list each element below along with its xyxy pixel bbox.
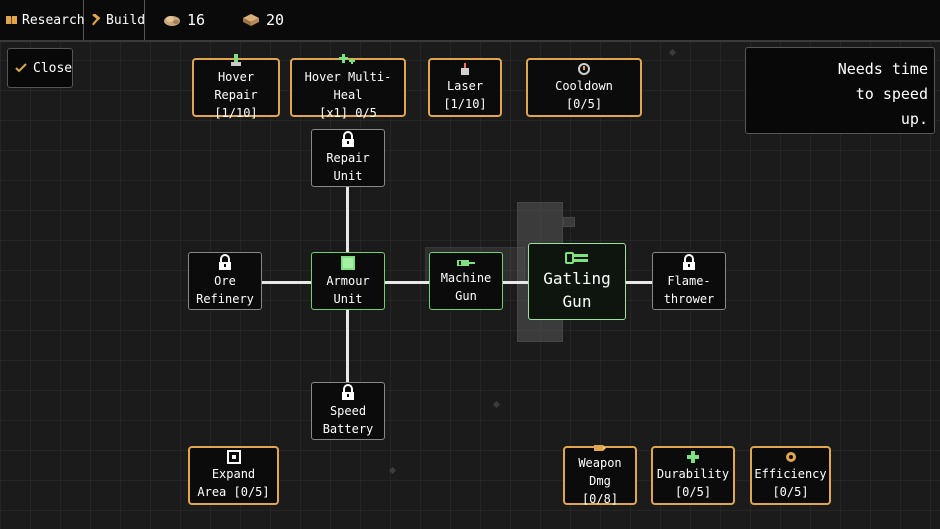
laser-upgrade[interactable]: Laser [1/10] bbox=[428, 58, 502, 117]
background-speck bbox=[668, 48, 677, 57]
padlock-icon bbox=[340, 131, 356, 148]
tree-connector bbox=[346, 310, 349, 383]
stone-resource: 16 bbox=[163, 0, 205, 40]
repair-unit-node[interactable]: Repair Unit bbox=[311, 129, 385, 187]
upgrade-level: [0/8] bbox=[581, 492, 619, 506]
book-icon bbox=[6, 15, 18, 25]
upgrade-level: Area [0/5] bbox=[197, 485, 270, 499]
upgrade-name: Weapon Dmg bbox=[578, 456, 622, 488]
tree-connector bbox=[626, 281, 653, 284]
node-label: Flame- bbox=[667, 274, 711, 288]
node-label: Speed bbox=[329, 404, 367, 418]
ore-refinery-node[interactable]: Ore Refinery bbox=[188, 252, 262, 310]
efficiency-upgrade[interactable]: Efficiency [0/5] bbox=[750, 446, 831, 505]
wood-count: 20 bbox=[266, 11, 285, 29]
node-label: Armour bbox=[326, 273, 370, 288]
hover-repair-upgrade[interactable]: Hover Repair [1/10] bbox=[192, 54, 280, 120]
armour-unit-node[interactable]: Armour Unit bbox=[311, 252, 385, 310]
stone-icon bbox=[163, 13, 181, 27]
upgrade-name: Hover Multi-Heal bbox=[304, 70, 392, 102]
research-tab[interactable]: Research bbox=[0, 0, 85, 40]
node-label: Gun bbox=[562, 292, 592, 311]
top-bar: Research Build 16 20 bbox=[0, 0, 940, 42]
cooldown-icon bbox=[577, 62, 591, 76]
machine-gun-node[interactable]: Machine Gun bbox=[429, 252, 503, 310]
cooldown-upgrade[interactable]: Cooldown [0/5] bbox=[526, 58, 642, 117]
wood-resource: 20 bbox=[242, 0, 284, 40]
machine-gun-icon bbox=[456, 258, 476, 268]
weapon-dmg-upgrade[interactable]: Weapon Dmg [0/8] bbox=[563, 443, 637, 506]
upgrade-name: Cooldown bbox=[555, 79, 613, 93]
node-label: Refinery bbox=[196, 292, 254, 306]
upgrade-name: Efficiency bbox=[754, 467, 827, 481]
node-label: Battery bbox=[322, 422, 374, 436]
upgrade-name: Expand bbox=[211, 467, 256, 481]
upgrade-level: [0/5] bbox=[565, 97, 603, 111]
background-speck bbox=[492, 400, 501, 409]
upgrade-name: Hover Repair bbox=[214, 70, 258, 102]
build-tab[interactable]: Build bbox=[84, 0, 145, 40]
upgrade-level: [x1] 0/5 bbox=[319, 106, 377, 120]
node-label: Repair bbox=[326, 151, 370, 165]
upgrade-level: [1/10] bbox=[443, 97, 487, 111]
close-button[interactable]: Close bbox=[7, 48, 73, 88]
bullet-icon bbox=[593, 443, 607, 453]
node-label: Machine bbox=[440, 270, 492, 285]
multi-heal-icon bbox=[338, 53, 358, 67]
padlock-icon bbox=[340, 384, 356, 401]
hover-multi-heal-upgrade[interactable]: Hover Multi-Heal [x1] 0/5 bbox=[290, 54, 406, 120]
tooltip-panel: Needs time to speed up. bbox=[745, 47, 935, 134]
health-cross-icon bbox=[686, 450, 700, 464]
upgrade-level: [0/5] bbox=[772, 485, 809, 499]
hammer-icon bbox=[90, 14, 102, 26]
tooltip-line: to speed bbox=[855, 85, 928, 103]
upgrade-level: [0/5] bbox=[674, 485, 712, 499]
gatling-gun-icon bbox=[564, 250, 590, 266]
laser-icon bbox=[459, 62, 471, 76]
background-speck bbox=[388, 466, 397, 475]
build-tab-label: Build bbox=[106, 12, 146, 28]
node-label: Unit bbox=[333, 169, 363, 183]
tree-connector bbox=[346, 186, 349, 253]
node-label: thrower bbox=[663, 292, 715, 306]
expand-area-icon bbox=[226, 450, 241, 464]
tree-connector bbox=[384, 281, 430, 284]
node-label: Unit bbox=[333, 291, 363, 306]
tree-connector bbox=[502, 281, 529, 284]
upgrade-name: Laser bbox=[446, 79, 484, 93]
tree-connector bbox=[261, 281, 312, 284]
building-silhouette bbox=[563, 217, 575, 227]
close-button-label: Close bbox=[33, 60, 73, 76]
gatling-gun-node[interactable]: Gatling Gun bbox=[528, 243, 626, 320]
efficiency-gear-icon bbox=[784, 450, 798, 464]
node-label: Ore bbox=[214, 274, 236, 288]
wood-icon bbox=[242, 13, 260, 27]
padlock-icon bbox=[681, 254, 697, 271]
node-label: Gun bbox=[455, 288, 477, 303]
upgrade-name: Durability bbox=[656, 467, 730, 481]
checkmark-icon bbox=[15, 63, 27, 73]
tooltip-line: Needs time bbox=[837, 60, 928, 78]
tooltip-line: up. bbox=[900, 110, 928, 128]
padlock-icon bbox=[217, 254, 233, 271]
armour-block-icon bbox=[340, 255, 356, 271]
repair-drone-icon bbox=[229, 53, 243, 67]
node-label: Gatling bbox=[543, 269, 611, 288]
expand-area-upgrade[interactable]: Expand Area [0/5] bbox=[188, 446, 279, 505]
upgrade-level: [1/10] bbox=[214, 106, 258, 120]
flamethrower-node[interactable]: Flame- thrower bbox=[652, 252, 726, 310]
durability-upgrade[interactable]: Durability [0/5] bbox=[651, 446, 735, 505]
research-tab-label: Research bbox=[22, 12, 85, 28]
speed-battery-node[interactable]: Speed Battery bbox=[311, 382, 385, 440]
stone-count: 16 bbox=[187, 11, 206, 29]
